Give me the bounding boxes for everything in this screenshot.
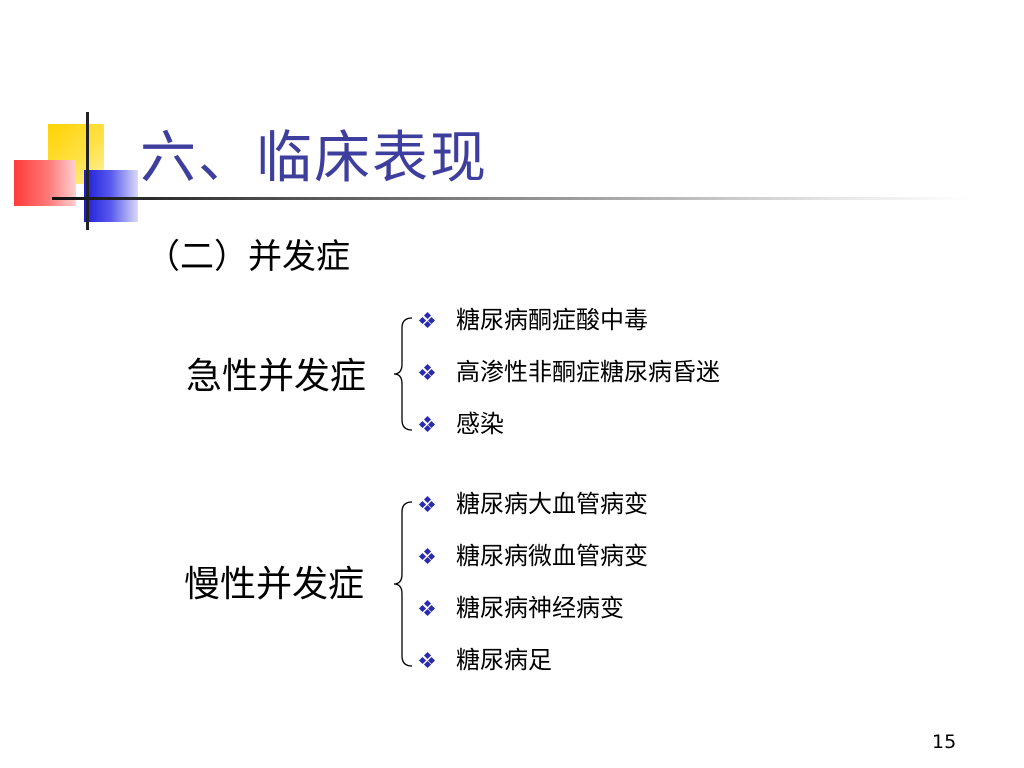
chronic-complications-label: 慢性并发症 — [184, 564, 365, 605]
acute-item-text: 糖尿病酮症酸中毒 — [456, 306, 648, 334]
bullet-icon — [418, 415, 436, 433]
slide-title: 六、临床表现 — [140, 126, 488, 191]
page-number: 15 — [932, 731, 957, 753]
bullet-icon — [418, 363, 436, 381]
chronic-brace-icon — [393, 501, 413, 667]
chronic-item: 糖尿病大血管病变 — [418, 486, 648, 522]
chronic-item-text: 糖尿病神经病变 — [456, 594, 624, 622]
acute-item-text: 高渗性非酮症糖尿病昏迷 — [456, 358, 720, 386]
chronic-item: 糖尿病神经病变 — [418, 590, 624, 626]
bullet-icon — [418, 547, 436, 565]
chronic-item: 糖尿病足 — [418, 642, 552, 678]
chronic-item-text: 糖尿病微血管病变 — [456, 542, 648, 570]
bullet-icon — [418, 495, 436, 513]
title-underline — [52, 197, 972, 200]
bullet-icon — [418, 651, 436, 669]
acute-item: 感染 — [418, 406, 504, 442]
logo-vertical-line — [86, 112, 89, 230]
chronic-item-text: 糖尿病足 — [456, 646, 552, 674]
bullet-icon — [418, 599, 436, 617]
acute-complications-label: 急性并发症 — [186, 356, 367, 397]
acute-item: 糖尿病酮症酸中毒 — [418, 302, 648, 338]
chronic-item-text: 糖尿病大血管病变 — [456, 490, 648, 518]
chronic-item: 糖尿病微血管病变 — [418, 538, 648, 574]
acute-brace-icon — [393, 317, 413, 431]
slide-subtitle: （二）并发症 — [146, 237, 350, 277]
acute-item-text: 感染 — [456, 410, 504, 438]
logo-blue-square — [84, 170, 138, 222]
bullet-icon — [418, 311, 436, 329]
acute-item: 高渗性非酮症糖尿病昏迷 — [418, 354, 720, 390]
